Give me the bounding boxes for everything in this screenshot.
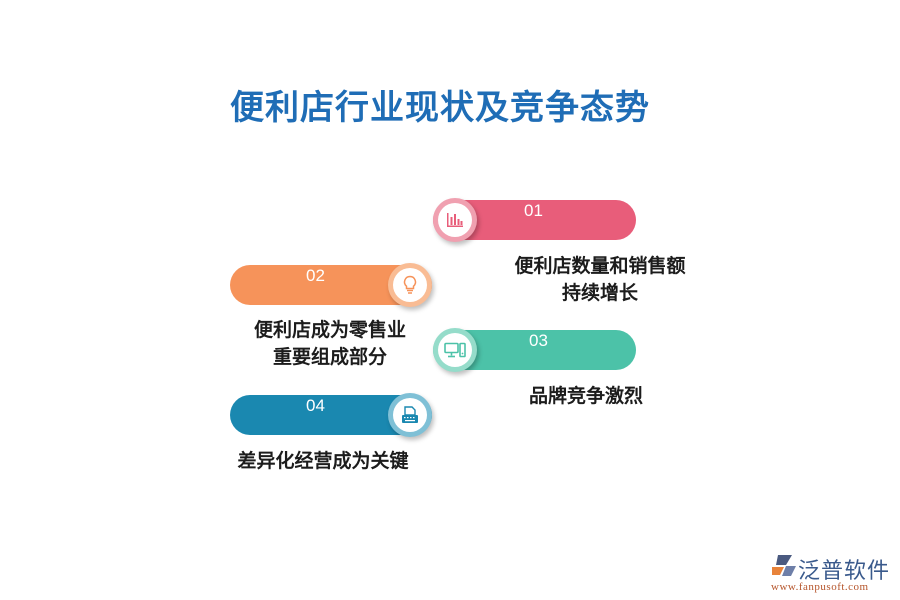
item-label-02-line1: 便利店成为零售业: [253, 319, 406, 341]
pill-03: 03: [433, 328, 636, 372]
item-label-02: 便利店成为零售业 重要组成部分: [225, 317, 435, 371]
icon-ring-02: [388, 263, 432, 307]
item-label-03: 品牌竞争激烈: [486, 383, 686, 410]
item-label-01: 便利店数量和销售额 持续增长: [490, 253, 710, 307]
item-label-04-line1: 差异化经营成为关键: [237, 450, 409, 472]
logo-url: www.fanpusoft.com: [771, 581, 869, 593]
fanpu-logo-icon: [772, 555, 796, 576]
brand-logo: 泛普软件 www.fanpusoft.com: [768, 553, 898, 598]
page-title: 便利店行业现状及竞争态势: [230, 88, 650, 128]
icon-ring-03: [433, 328, 477, 372]
icon-ring-04: [388, 393, 432, 437]
lightbulb-icon: [403, 275, 417, 294]
item-label-01-line2: 持续增长: [561, 282, 638, 304]
item-number-02: 02: [306, 266, 325, 285]
item-label-04: 差异化经营成为关键: [218, 448, 428, 475]
item-label-03-line1: 品牌竞争激烈: [528, 385, 643, 407]
typewriter-icon: [402, 406, 418, 423]
bar-chart-icon: [447, 213, 463, 227]
item-label-02-line2: 重要组成部分: [272, 346, 387, 368]
pill-04: 04: [230, 393, 432, 437]
item-number-03: 03: [529, 331, 548, 350]
logo-name: 泛普软件: [798, 559, 891, 584]
item-number-04: 04: [306, 396, 325, 415]
icon-ring-01: [433, 198, 477, 242]
pill-01: 01: [433, 198, 636, 242]
item-number-01: 01: [524, 201, 543, 220]
computer-icon: [444, 342, 466, 358]
pill-02: 02: [230, 263, 432, 307]
item-label-01-line1: 便利店数量和销售额: [514, 255, 686, 277]
